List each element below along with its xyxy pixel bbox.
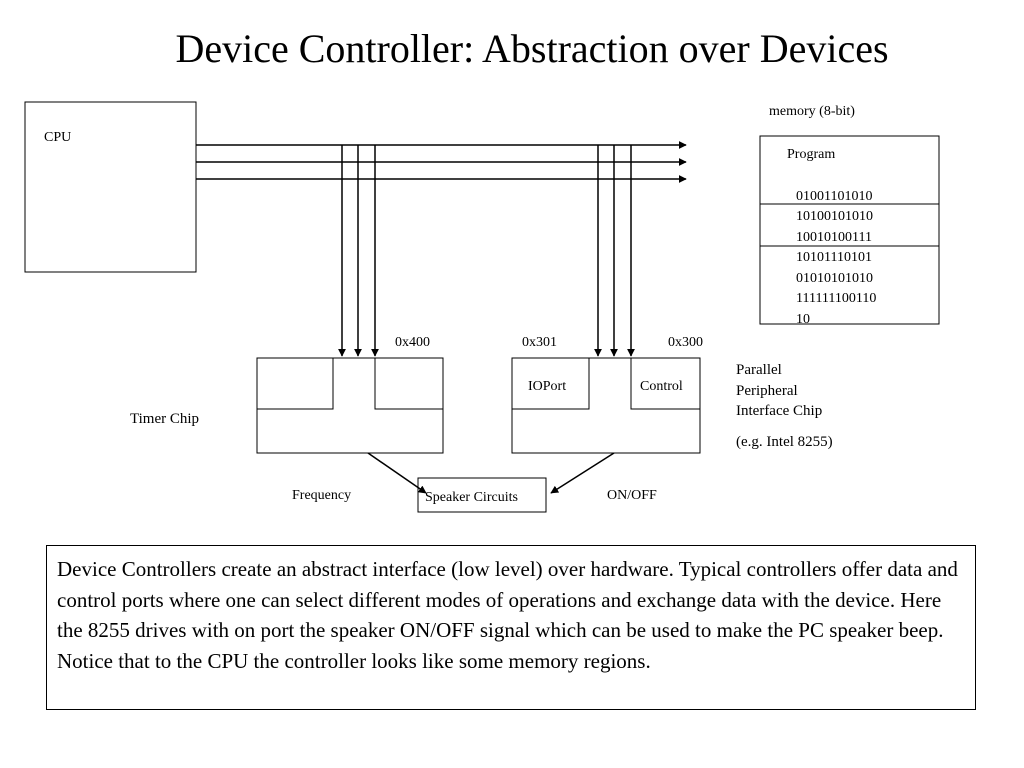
onoff-arrow (550, 452, 615, 494)
memory-line: 01010101010 (796, 271, 873, 286)
memory-box (759, 135, 940, 325)
speaker-label: Speaker Circuits (425, 490, 518, 505)
frequency-label: Frequency (292, 488, 351, 503)
ioport-label: IOPort (528, 379, 566, 394)
control-register (630, 357, 701, 410)
timer-chip-label: Timer Chip (130, 411, 199, 427)
ppi-example-label: (e.g. Intel 8255) (736, 434, 833, 450)
memory-line: 10100101010 (796, 209, 873, 224)
timer-bus-taps (338, 145, 379, 357)
memory-label: memory (8-bit) (769, 104, 855, 119)
memory-line: 10010100111 (796, 230, 872, 245)
timer-register-right (374, 357, 444, 410)
ppi-description: Parallel Peripheral Interface Chip (736, 362, 822, 419)
ppi-description-line: Interface Chip (736, 403, 822, 419)
control-label: Control (640, 379, 683, 394)
ppi-bus-taps (594, 145, 635, 357)
ioport-register (511, 357, 590, 410)
memory-program-label: Program (787, 147, 835, 162)
ppi-description-line: Parallel (736, 362, 782, 378)
memory-contents: 01001101010 10100101010 10010100111 1010… (796, 189, 876, 327)
timer-register-left (256, 357, 334, 410)
ioport-address-label: 0x301 (522, 335, 557, 350)
memory-line: 01001101010 (796, 189, 872, 204)
onoff-label: ON/OFF (607, 488, 657, 503)
description-box: Device Controllers create an abstract in… (46, 545, 976, 710)
cpu-box (24, 101, 197, 273)
cpu-label: CPU (44, 130, 71, 145)
memory-line: 111111100110 (796, 291, 876, 306)
control-address-label: 0x300 (668, 335, 703, 350)
ppi-description-line: Peripheral (736, 383, 798, 399)
memory-line: 10 (796, 312, 810, 327)
frequency-arrow (367, 452, 427, 494)
page-title: Device Controller: Abstraction over Devi… (175, 26, 889, 71)
system-bus (196, 141, 687, 183)
memory-line: 10101110101 (796, 250, 872, 265)
speaker-box (417, 477, 547, 513)
timer-address-label: 0x400 (395, 335, 430, 350)
